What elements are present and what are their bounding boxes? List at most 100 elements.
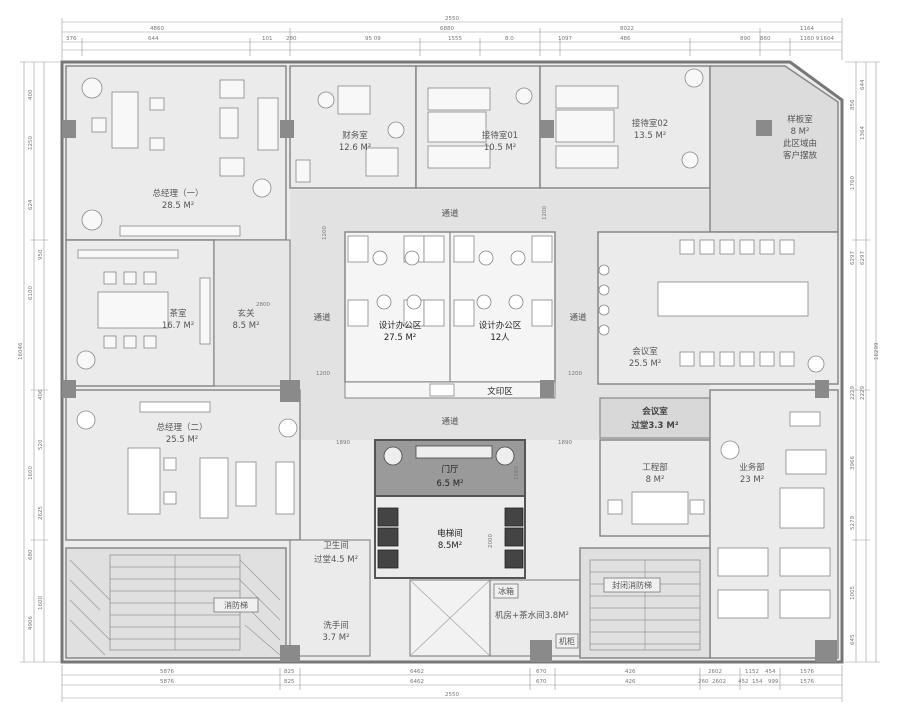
room-gm2 [65, 389, 301, 541]
dim-right-7: 2229 [850, 386, 856, 400]
dim-bottom-row2-i: 154 [752, 679, 763, 685]
dim-right-4: 6297 [860, 251, 866, 265]
tea-area: 16.7 M² [162, 321, 194, 331]
dim-bottom-row2-d: 670 [536, 679, 547, 685]
reception1-area: 10.5 M² [484, 143, 516, 153]
dim-top-row3-h: 1160 9 [800, 36, 820, 42]
fridge-label: 冰箱 [498, 586, 514, 596]
elevator-doors [377, 507, 524, 569]
dim-left-8: 2625 [38, 506, 44, 520]
engineering-name: 工程部 [642, 462, 668, 473]
dim-top-row3b-f: 1604 [820, 36, 834, 42]
toilet-area: 过堂4.5 M² [314, 554, 358, 565]
mark-1200-c: 1200 [542, 206, 548, 220]
mark-1890-a: 1890 [336, 440, 350, 446]
dim-top-row3b-a: 376 [66, 36, 77, 42]
gm1-area: 28.5 M² [162, 201, 194, 211]
reception2-furniture [555, 68, 704, 169]
foyer-area: 8.5 M² [233, 321, 260, 331]
mark-1200-a: 1200 [316, 371, 330, 377]
meeting-small-name: 会议室 [641, 406, 668, 417]
meeting-area: 25.5 M² [629, 359, 661, 369]
reception1-furniture [427, 87, 533, 169]
dim-bottom-row2-k: 1576 [800, 679, 814, 685]
dim-left-2: 624 [28, 199, 34, 210]
dim-bottom-row1-h: 454 [765, 669, 776, 675]
gm1-furniture [81, 77, 279, 237]
dim-top-row3-g: 860 [760, 36, 771, 42]
dim-left-0: 400 [28, 89, 34, 100]
engineering-furniture [607, 491, 705, 525]
dim-right-10: 1005 [850, 586, 856, 600]
dim-top-row3b-d: 280 [286, 36, 297, 42]
closed-fire-stair-tag [603, 577, 661, 593]
lobby-name: 门厅 [441, 464, 459, 475]
business-name: 业务部 [739, 462, 765, 473]
cabinet-tag [555, 633, 579, 649]
dim-top-row3-f: 486 [620, 36, 631, 42]
design2-area: 12人 [490, 333, 510, 343]
dim-right-11: 645 [850, 634, 856, 645]
reception2-name: 接待室02 [632, 118, 668, 129]
mark-2800: 2800 [256, 302, 270, 308]
sample-area: 8 M² [791, 127, 810, 137]
mark-1200-b: 1200 [568, 371, 582, 377]
mark-2000: 2000 [488, 534, 494, 548]
dim-right-1: 1364 [860, 126, 866, 140]
dim-bottom-row2-j: 999 [768, 679, 779, 685]
sample-name: 样板室 [787, 114, 813, 125]
lobby-area: 6.5 M² [437, 479, 464, 489]
dim-right-6: 2229 [860, 386, 866, 400]
dim-top-row2-a: 6880 [440, 26, 454, 32]
dim-left-9: 680 [28, 549, 34, 560]
gm2-name: 总经理（二） [156, 422, 207, 433]
washroom-area: 3.7 M² [323, 633, 350, 643]
dim-top-row3b-c: 101 [262, 36, 273, 42]
top-dimensions [61, 18, 843, 60]
reception2-area: 13.5 M² [634, 131, 666, 141]
dim-top-row2-b: 8022 [620, 26, 634, 32]
dim-top-row3-c: 1555 [448, 36, 462, 42]
meeting-furniture [598, 239, 825, 373]
elevator-area: 8.5M² [438, 541, 462, 551]
dim-bottom-row2-e: 426 [625, 679, 636, 685]
dim-top-row3-e: 1097 [558, 36, 572, 42]
dim-left-total: 16046 [18, 342, 24, 360]
fridge-tag [493, 583, 519, 599]
foyer-name: 玄关 [237, 308, 255, 319]
finance-furniture [295, 85, 405, 183]
cabinet-label: 机柜 [559, 636, 575, 646]
machine-tea-label: 机房+茶水间3.8M² [495, 610, 569, 621]
design1-area: 27.5 M² [384, 333, 416, 343]
dim-bottom-row2-a: 5876 [160, 679, 174, 685]
washroom-name: 洗手间 [323, 620, 349, 631]
design1-name: 设计办公区 [379, 320, 422, 331]
sample-note1: 此区域由 [783, 138, 817, 149]
dim-bottom-row2-b: 825 [284, 679, 295, 685]
meeting-name: 会议室 [632, 346, 658, 357]
dim-bottom-total: 2550 [445, 692, 459, 698]
business-area: 23 M² [740, 475, 764, 485]
bottom-dimensions [61, 665, 843, 702]
mark-1890-b: 1890 [558, 440, 572, 446]
print-area-label: 文印区 [487, 386, 513, 397]
dim-bottom-row1-g: 1152 [745, 669, 759, 675]
dim-bottom-row1-c: 6462 [410, 669, 424, 675]
business-furniture [717, 411, 831, 619]
dim-top-row3b-e: 890 [740, 36, 751, 42]
dim-bottom-row1-d: 670 [536, 669, 547, 675]
room-toilet [289, 539, 371, 657]
finance-name: 财务室 [342, 130, 368, 141]
fire-stair-label: 消防梯 [224, 600, 248, 610]
dim-left-1: 1250 [28, 136, 34, 150]
meeting-small-area: 过堂3.3 M² [631, 420, 678, 431]
dim-bottom-row1-i: 1576 [800, 669, 814, 675]
tea-furniture [76, 249, 211, 370]
engineering-area: 8 M² [646, 475, 665, 485]
dim-right-5: 6297 [850, 251, 856, 265]
dim-top-row3-b: 95 09 [365, 36, 381, 42]
dim-bottom-row2-h: 452 [738, 679, 749, 685]
dim-left-6: 520 [38, 439, 44, 450]
dim-bottom-row2-g: 2602 [712, 679, 726, 685]
